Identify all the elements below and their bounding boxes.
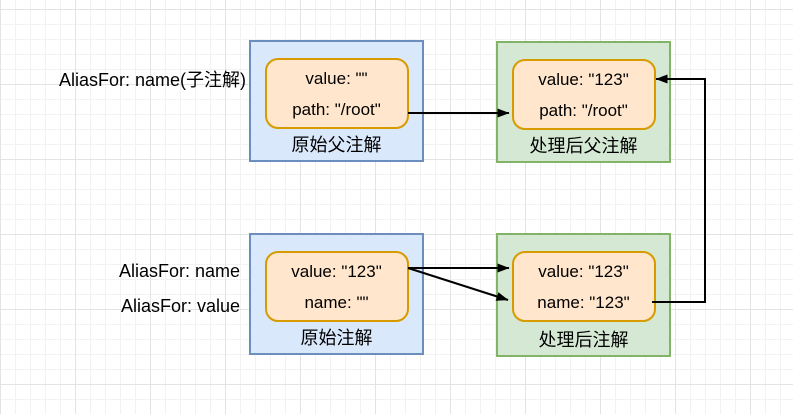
group-label-processed-parent: 处理后父注解	[529, 136, 638, 156]
fieldbox-original: value: "123" name: ""	[264, 251, 409, 322]
group-processed-parent-annotation: value: "123" path: "/root" 处理后父注解	[496, 41, 671, 163]
field-name: name: "123"	[537, 293, 630, 312]
field-path: path: "/root"	[292, 100, 381, 119]
field-path: path: "/root"	[539, 101, 628, 120]
field-value: value: "123"	[291, 262, 382, 281]
group-original-parent-annotation: value: "" path: "/root" 原始父注解	[249, 40, 424, 162]
note-parent-aliasfor: AliasFor: name(子注解)	[58, 70, 246, 90]
note-child-aliasfor-value: AliasFor: value	[120, 296, 240, 316]
field-value: value: "123"	[538, 262, 629, 281]
group-label-processed: 处理后注解	[538, 330, 629, 350]
fieldbox-processed: value: "123" name: "123"	[511, 251, 656, 322]
field-value: value: ""	[305, 69, 368, 88]
note-child-aliasfor-name: AliasFor: name	[118, 261, 240, 281]
field-value: value: "123"	[538, 70, 629, 89]
group-original-annotation: value: "123" name: "" 原始注解	[249, 233, 424, 355]
field-name: name: ""	[304, 293, 369, 312]
group-processed-annotation: value: "123" name: "123" 处理后注解	[496, 233, 671, 357]
group-label-original: 原始注解	[300, 328, 373, 348]
fieldbox-original-parent: value: "" path: "/root"	[264, 58, 409, 129]
fieldbox-processed-parent: value: "123" path: "/root"	[511, 59, 656, 130]
group-label-original-parent: 原始父注解	[291, 135, 382, 155]
